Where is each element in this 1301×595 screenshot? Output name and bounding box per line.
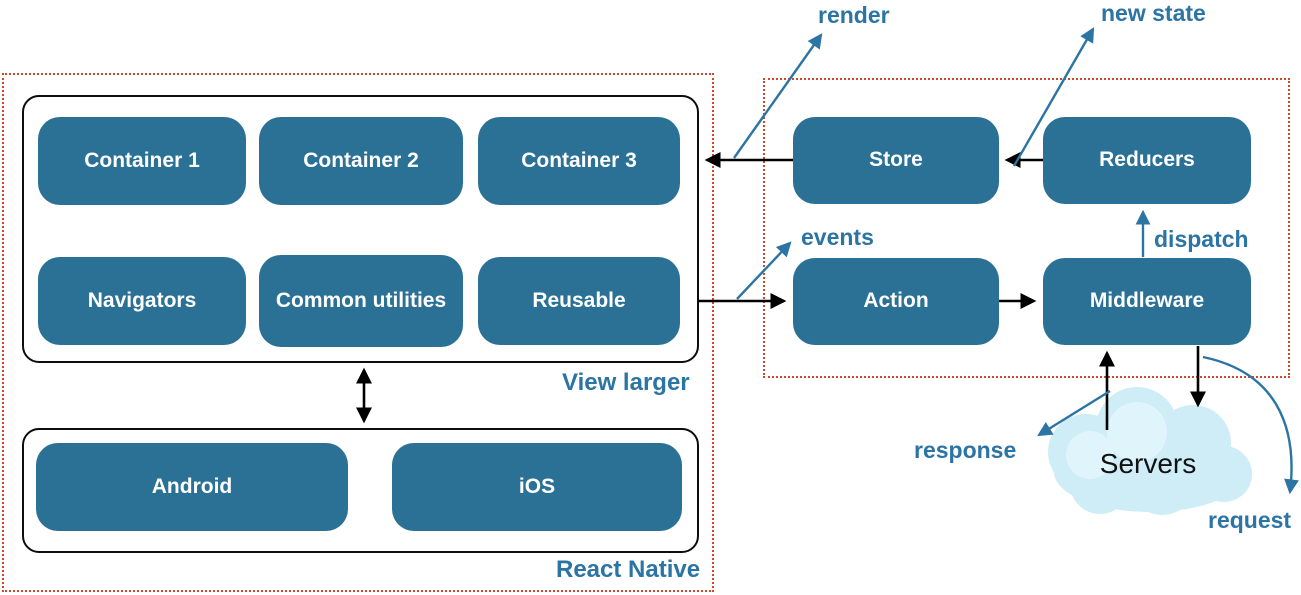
action-box: Action xyxy=(793,258,999,345)
navigators-box: Navigators xyxy=(38,257,246,345)
dispatch-label: dispatch xyxy=(1154,226,1249,252)
container3-label: Container 3 xyxy=(521,148,637,172)
new-state-label: new state xyxy=(1101,0,1206,26)
container2-label: Container 2 xyxy=(303,148,419,172)
servers-label: Servers xyxy=(1099,448,1197,479)
reducers-label: Reducers xyxy=(1099,148,1195,172)
ios-label: iOS xyxy=(518,474,556,498)
request-label: request xyxy=(1208,507,1292,533)
view-larger-link[interactable]: View larger xyxy=(562,369,690,396)
react-native-group-border xyxy=(2,73,714,592)
container3-box: Container 3 xyxy=(478,117,680,205)
render-label: render xyxy=(818,2,890,28)
common-utilities-box: Common utilities xyxy=(259,255,463,347)
container1-label: Container 1 xyxy=(84,148,200,172)
android-box: Android xyxy=(36,443,348,531)
reusable-box: Reusable xyxy=(478,257,680,345)
android-label: Android xyxy=(151,474,233,498)
react-native-caption: React Native xyxy=(556,556,701,583)
reusable-label: Reusable xyxy=(532,288,626,312)
navigators-label: Navigators xyxy=(87,288,197,312)
container2-box: Container 2 xyxy=(259,117,463,205)
arrow-response xyxy=(1037,389,1111,437)
common-utilities-label: Common utilities xyxy=(275,288,447,312)
middleware-label: Middleware xyxy=(1089,289,1205,313)
response-label: response xyxy=(914,437,1017,463)
events-label: events xyxy=(801,224,874,250)
store-label: Store xyxy=(869,148,923,172)
reducers-box: Reducers xyxy=(1043,117,1251,204)
container1-box: Container 1 xyxy=(38,117,246,205)
store-box: Store xyxy=(793,117,999,204)
action-label: Action xyxy=(863,289,929,313)
middleware-box: Middleware xyxy=(1043,258,1251,345)
ios-box: iOS xyxy=(392,443,682,531)
